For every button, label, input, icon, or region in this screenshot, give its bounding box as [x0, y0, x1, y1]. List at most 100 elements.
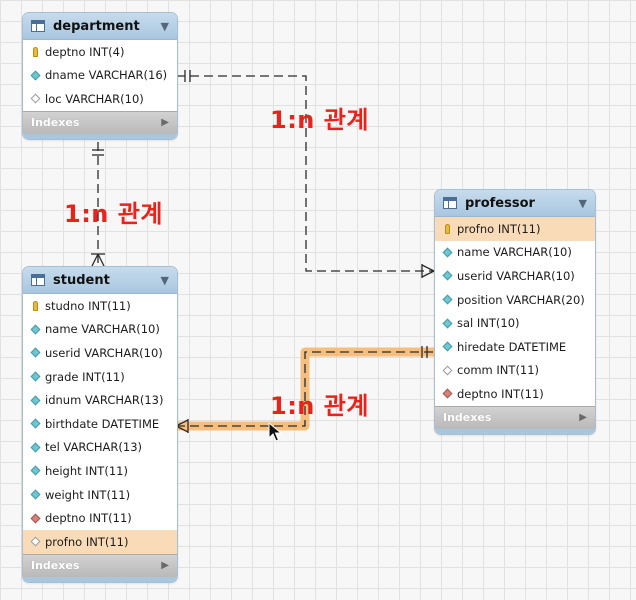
table-icon	[31, 20, 45, 32]
column-label: name VARCHAR(10)	[45, 322, 160, 337]
column-icon	[29, 371, 41, 383]
table-footer-bar	[435, 428, 595, 434]
column-label: deptno INT(4)	[45, 44, 125, 59]
column-row[interactable]: loc VARCHAR(10)	[23, 87, 177, 111]
relationship-professor-student-line[interactable]	[171, 346, 439, 433]
column-label: height INT(11)	[45, 463, 128, 478]
column-row[interactable]: studno INT(11)	[23, 294, 177, 318]
expand-arrow-icon[interactable]: ▶	[161, 560, 169, 572]
mouse-cursor-icon	[268, 422, 282, 442]
foreign-key-icon	[441, 388, 453, 400]
column-icon	[29, 323, 41, 335]
indexes-section[interactable]: Indexes ▶	[435, 405, 595, 429]
column-list: profno INT(11) name VARCHAR(10) userid VAR…	[435, 217, 595, 406]
column-list: deptno INT(4) dname VARCHAR(16) loc VARCHA…	[23, 40, 177, 111]
column-label: sal INT(10)	[457, 316, 520, 331]
column-icon	[441, 317, 453, 329]
column-row[interactable]: grade INT(11)	[23, 365, 177, 389]
collapse-arrow-icon[interactable]: ▼	[578, 196, 587, 210]
column-row[interactable]: profno INT(11)	[23, 529, 177, 554]
table-icon	[31, 274, 45, 286]
column-row[interactable]: userid VARCHAR(10)	[435, 264, 595, 288]
column-row[interactable]: idnum VARCHAR(13)	[23, 388, 177, 412]
primary-key-icon	[29, 46, 41, 58]
column-icon	[29, 347, 41, 359]
column-label: position VARCHAR(20)	[457, 292, 585, 307]
relationship-label-department-professor: 1:n 관계	[270, 106, 369, 134]
collapse-arrow-icon[interactable]: ▼	[160, 273, 169, 287]
column-icon	[29, 394, 41, 406]
column-row[interactable]: deptno INT(11)	[23, 506, 177, 530]
column-icon	[29, 418, 41, 430]
column-row[interactable]: weight INT(11)	[23, 483, 177, 507]
column-label: comm INT(11)	[457, 363, 540, 378]
relationship-department-professor-line[interactable]	[176, 70, 435, 278]
column-label: userid VARCHAR(10)	[457, 268, 575, 283]
indexes-label: Indexes	[31, 116, 80, 130]
relationship-department-student-line[interactable]	[91, 142, 105, 267]
indexes-label: Indexes	[443, 411, 492, 425]
column-row[interactable]: height INT(11)	[23, 459, 177, 483]
primary-key-icon	[29, 300, 41, 312]
table-footer-bar	[23, 133, 177, 139]
column-icon	[441, 270, 453, 282]
column-list: studno INT(11) name VARCHAR(10) userid VAR…	[23, 294, 177, 554]
foreign-key-icon	[29, 512, 41, 524]
column-row[interactable]: userid VARCHAR(10)	[23, 341, 177, 365]
column-label: deptno INT(11)	[457, 386, 544, 401]
table-professor[interactable]: professor ▼ profno INT(11) name VARCHAR(1…	[434, 189, 596, 435]
column-row[interactable]: dname VARCHAR(16)	[23, 64, 177, 88]
column-row[interactable]: name VARCHAR(10)	[23, 318, 177, 342]
column-row[interactable]: position VARCHAR(20)	[435, 288, 595, 312]
column-row[interactable]: comm INT(11)	[435, 359, 595, 383]
column-row[interactable]: sal INT(10)	[435, 311, 595, 335]
table-header[interactable]: student ▼	[23, 267, 177, 294]
column-row[interactable]: deptno INT(11)	[435, 382, 595, 406]
column-label: loc VARCHAR(10)	[45, 91, 144, 106]
indexes-section[interactable]: Indexes ▶	[23, 553, 177, 577]
column-label: profno INT(11)	[457, 221, 541, 236]
column-row[interactable]: profno INT(11)	[435, 217, 595, 241]
collapse-arrow-icon[interactable]: ▼	[160, 19, 169, 33]
primary-key-icon	[441, 223, 453, 235]
indexes-label: Indexes	[31, 559, 80, 573]
table-student[interactable]: student ▼ studno INT(11) name VARCHAR(10)…	[22, 266, 178, 583]
relationship-label-department-student: 1:n 관계	[64, 200, 163, 228]
column-label: birthdate DATETIME	[45, 416, 160, 431]
nullable-column-icon	[29, 93, 41, 105]
column-icon	[441, 294, 453, 306]
table-header[interactable]: department ▼	[23, 13, 177, 40]
column-icon	[29, 441, 41, 453]
column-label: tel VARCHAR(13)	[45, 440, 142, 455]
expand-arrow-icon[interactable]: ▶	[579, 412, 587, 424]
table-header[interactable]: professor ▼	[435, 190, 595, 217]
table-icon	[443, 197, 457, 209]
column-icon	[29, 465, 41, 477]
column-label: idnum VARCHAR(13)	[45, 393, 164, 408]
column-row[interactable]: hiredate DATETIME	[435, 335, 595, 359]
relationship-label-professor-student: 1:n 관계	[270, 392, 369, 420]
column-row[interactable]: deptno INT(4)	[23, 40, 177, 64]
column-label: deptno INT(11)	[45, 511, 132, 526]
column-icon	[29, 489, 41, 501]
table-footer-bar	[23, 576, 177, 582]
column-label: weight INT(11)	[45, 487, 131, 502]
column-label: hiredate DATETIME	[457, 339, 567, 354]
column-row[interactable]: name VARCHAR(10)	[435, 241, 595, 265]
column-label: userid VARCHAR(10)	[45, 345, 163, 360]
column-row[interactable]: tel VARCHAR(13)	[23, 436, 177, 460]
table-department[interactable]: department ▼ deptno INT(4) dname VARCHAR(…	[22, 12, 178, 140]
column-label: studno INT(11)	[45, 298, 131, 313]
column-label: name VARCHAR(10)	[457, 245, 572, 260]
column-label: profno INT(11)	[45, 534, 129, 549]
column-row[interactable]: birthdate DATETIME	[23, 412, 177, 436]
table-name: professor	[465, 195, 535, 211]
table-name: department	[53, 18, 140, 34]
nullable-column-icon	[29, 536, 41, 548]
table-name: student	[53, 272, 110, 288]
indexes-section[interactable]: Indexes ▶	[23, 110, 177, 134]
expand-arrow-icon[interactable]: ▶	[161, 117, 169, 129]
column-icon	[29, 69, 41, 81]
column-label: dname VARCHAR(16)	[45, 68, 168, 83]
